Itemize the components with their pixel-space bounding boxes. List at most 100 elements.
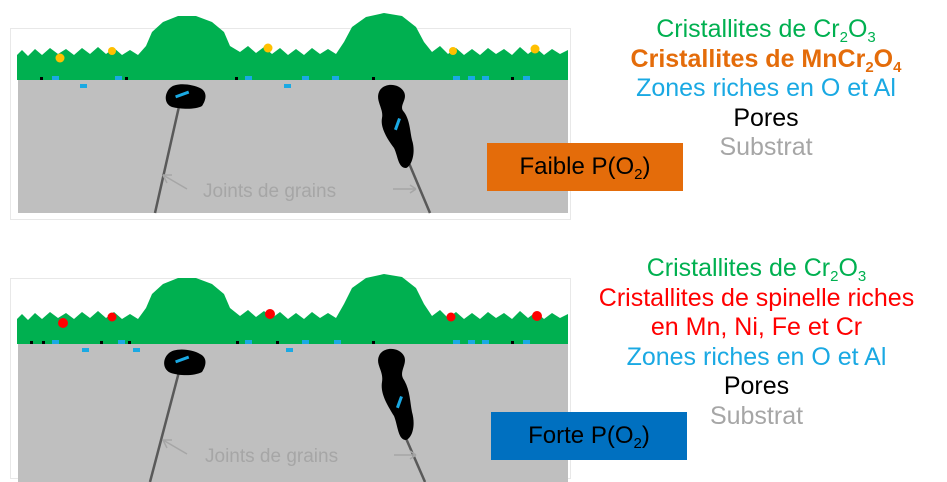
condition-subscript: 2 (634, 166, 643, 183)
legend-pores: Pores (723, 372, 790, 400)
pore (128, 341, 131, 344)
mncr2o4-crystallite (449, 47, 457, 55)
o-al-zone (302, 340, 309, 344)
grain-boundary-arrows (162, 174, 417, 194)
legend-text: O (847, 15, 868, 43)
o-al-zone (52, 76, 59, 80)
legend-o-al-zones: Zones riches en O et Al (636, 74, 896, 102)
pore (236, 341, 239, 344)
pore (164, 349, 206, 376)
legend-pores: Pores (733, 103, 799, 132)
legend-text: Cristallites de Cr (656, 15, 840, 43)
spinel-crystallite (446, 312, 456, 322)
top-panel: Joints de grains Faible P(O2) Cristallit… (0, 0, 947, 225)
legend-text: O (838, 254, 858, 282)
cr2o3-layer (17, 274, 568, 344)
o-al-zone (396, 396, 403, 409)
legend-spinel-line2: en Mn, Ni, Fe et Cr (650, 313, 863, 341)
pore (276, 341, 279, 344)
pore (165, 84, 206, 109)
condition-suffix: ) (642, 153, 651, 180)
pore (40, 77, 43, 80)
pore (100, 341, 103, 344)
spinel-crystallite (58, 318, 68, 328)
grain-boundary-label: Joints de grains (205, 446, 338, 467)
o-al-zone (175, 355, 190, 364)
pore (372, 77, 375, 80)
legend-spinel-line1: Cristallites de spinelle riches (598, 283, 915, 312)
legend-subscript: 4 (893, 58, 902, 76)
spinel-crystallites (58, 309, 542, 328)
o-al-zone (284, 84, 291, 88)
left-arrow (162, 439, 188, 455)
o-al-zone (286, 348, 293, 352)
o-al-streaks (175, 90, 401, 131)
o-al-rich-zones (52, 340, 530, 352)
bottom-legend: Cristallites de Cr2O3 Cristallites de sp… (568, 254, 945, 431)
grain-boundary-arrows (162, 439, 417, 460)
pore (511, 341, 514, 344)
o-al-zone (115, 76, 122, 80)
pore (30, 341, 33, 344)
o-al-zone (334, 340, 341, 344)
legend-subscript: 3 (857, 268, 867, 285)
legend-subscript: 2 (839, 29, 848, 46)
diagram-frame (10, 28, 571, 220)
condition-prefix: Faible P(O (519, 153, 635, 180)
o-al-zone (52, 340, 59, 344)
condition-badge-high-po2: Forte P(O2) (491, 412, 687, 460)
left-arrow (162, 174, 188, 190)
o-al-zone (332, 76, 339, 80)
o-al-zone (82, 348, 89, 352)
o-al-zone (302, 76, 309, 80)
legend-substrate: Substrat (719, 133, 813, 161)
condition-badge-low-po2: Faible P(O2) (487, 143, 683, 191)
spinel-crystallite (107, 312, 117, 322)
o-al-zone (245, 76, 252, 80)
legend-cr2o3: Cristallites de Cr2O3 (590, 15, 942, 45)
o-al-zone (523, 340, 530, 344)
substrate (18, 78, 568, 213)
substrate (18, 342, 568, 482)
interface-pores (30, 341, 514, 344)
legend-text: Cristallites de Cr (646, 254, 831, 282)
o-al-zone (482, 340, 489, 344)
grain-boundary-line (148, 367, 182, 482)
legend-subscript: 3 (867, 29, 876, 46)
cr2o3-layer (17, 13, 568, 80)
top-legend: Cristallites de Cr2O3 Cristallites de Mn… (590, 15, 942, 163)
mncr2o4-crystallite (263, 43, 273, 53)
right-arrow (393, 184, 417, 194)
legend-cr2o3: Cristallites de Cr2O3 (568, 254, 945, 284)
o-al-rich-zones (52, 76, 530, 88)
bottom-panel: Joints de grains Forte P(O2) Cristallite… (0, 250, 947, 482)
mncr2o4-crystallite (108, 47, 116, 55)
pore (235, 77, 238, 80)
o-al-zone (453, 76, 460, 80)
o-al-zone (468, 340, 475, 344)
top-cross-section-diagram: Joints de grains (10, 13, 571, 220)
condition-subscript: 2 (633, 435, 642, 452)
o-al-zone (118, 340, 125, 344)
legend-mncr2o4: Cristallites de MnCr2O4 (590, 45, 942, 75)
mncr2o4-crystallite (530, 44, 540, 54)
mncr2o4-crystallite (55, 53, 65, 63)
grain-boundary-label: Joints de grains (203, 181, 336, 202)
legend-text: Cristallites de MnCr (630, 44, 866, 73)
o-al-zone (133, 348, 140, 352)
legend-substrate: Substrat (709, 401, 804, 430)
spinel-crystallite (532, 311, 542, 321)
pore (378, 348, 414, 440)
o-al-zone (175, 90, 190, 99)
o-al-zone (468, 76, 475, 80)
interface-pores (40, 77, 514, 80)
bottom-cross-section-diagram: Joints de grains (10, 274, 571, 482)
legend-o-al-zones: Zones riches en O et Al (626, 342, 887, 371)
o-al-zone (453, 340, 460, 344)
spinel-crystallite (265, 309, 275, 319)
pore (511, 77, 514, 80)
grain-boundary-line (153, 101, 182, 214)
condition-suffix: ) (641, 422, 650, 449)
o-al-zone (80, 84, 87, 88)
o-al-zone (482, 76, 489, 80)
